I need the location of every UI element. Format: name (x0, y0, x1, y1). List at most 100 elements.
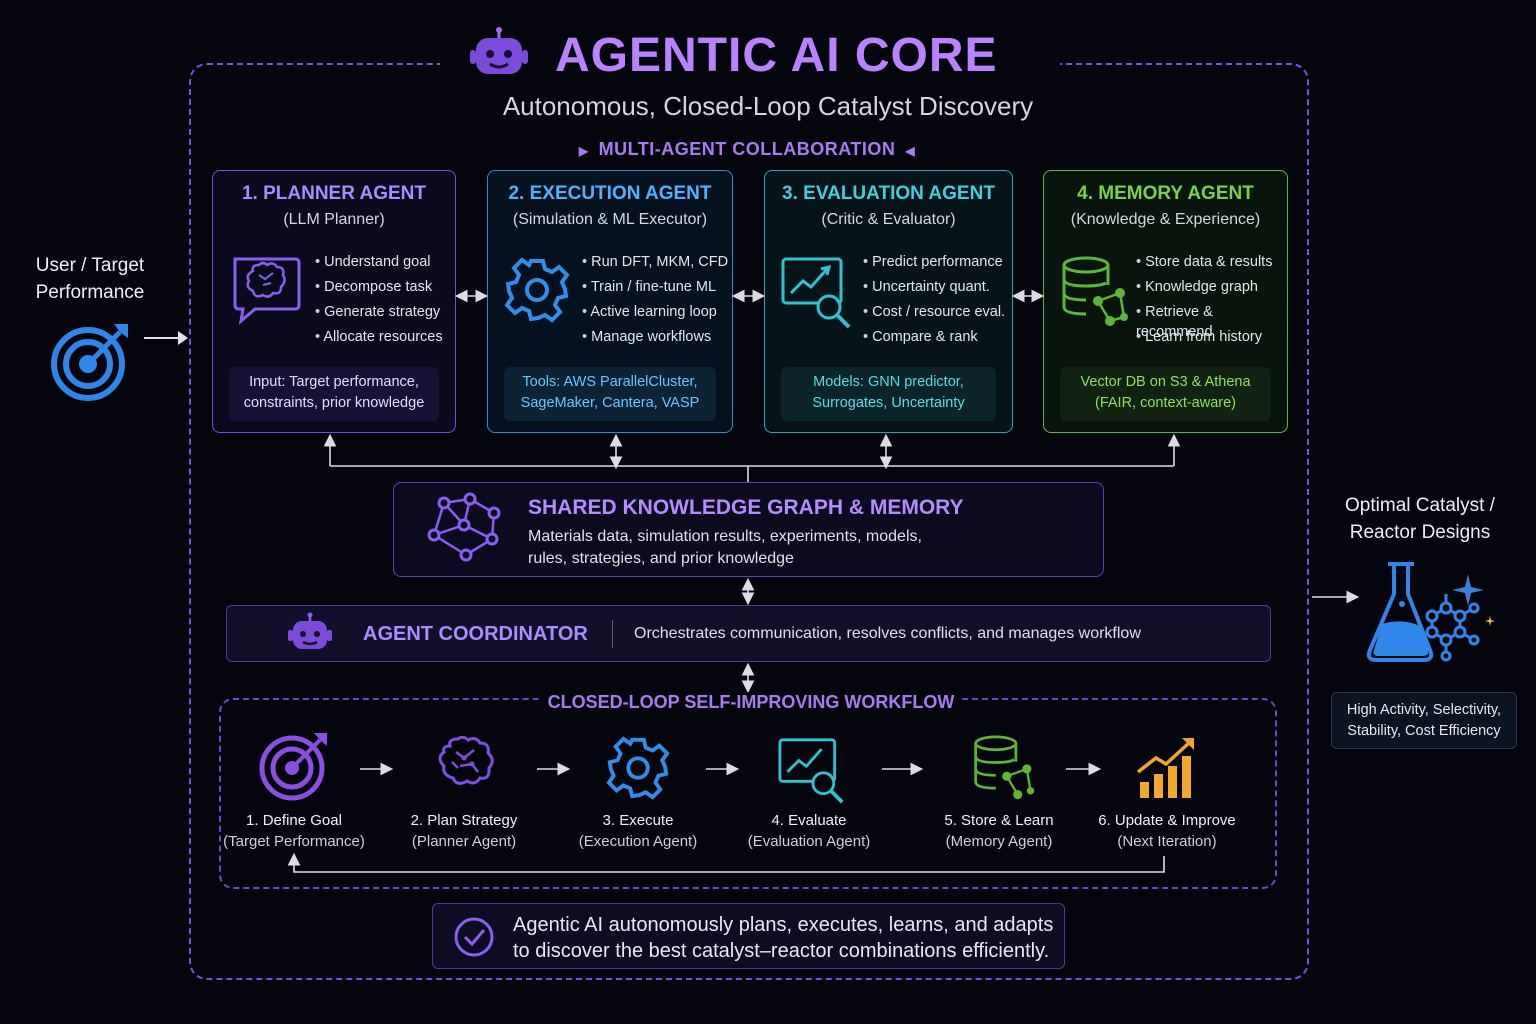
evaluation-note-line1: Models: GNN predictor, (813, 374, 964, 390)
execution-note-line1: Tools: AWS ParallelCluster, (522, 374, 698, 390)
chart-magnifier-icon (778, 738, 844, 804)
title-mask (440, 24, 1060, 94)
evaluation-bullet: Uncertainty quant. (863, 277, 1005, 302)
bar-chart-up-icon (1136, 738, 1194, 798)
triangle-left-icon: ◀ (905, 144, 916, 158)
workflow-step[interactable]: 3. Execute (Execution Agent) (553, 810, 723, 852)
planner-bullet: Decompose task (315, 277, 443, 302)
workflow-step[interactable]: 1. Define Goal (Target Performance) (209, 810, 379, 852)
planner-bullet: Generate strategy (315, 302, 443, 327)
step-name: 1. Define Goal (246, 812, 342, 829)
evaluation-bullet: Cost / resource eval. (863, 302, 1005, 327)
step-sub: (Memory Agent) (945, 833, 1053, 850)
flask-molecule-icon (1366, 562, 1495, 662)
execution-bullet: Active learning loop (582, 302, 728, 327)
planner-note-line2: constraints, prior knowledge (243, 395, 425, 411)
step-name: 3. Execute (602, 812, 674, 829)
execution-note-line2: SageMaker, Cantera, VASP (520, 395, 700, 411)
knowledge-desc-line2: rules, strategies, and prior knowledge (528, 550, 794, 567)
memory-agent-note: Vector DB on S3 & Athena (FAIR, context-… (1060, 367, 1271, 421)
step-sub: (Next Iteration) (1117, 833, 1217, 850)
input-label-line1: User / Target (35, 255, 145, 276)
evaluation-agent-note: Models: GNN predictor, Surrogates, Uncer… (781, 367, 996, 421)
summary-text: Agentic AI autonomously plans, executes,… (513, 912, 1053, 964)
step-name: 4. Evaluate (771, 812, 847, 829)
input-arrow (144, 331, 188, 345)
network-graph-icon (427, 492, 501, 562)
workflow-frame (219, 698, 1277, 889)
coordinator-title: AGENT COORDINATOR (363, 623, 588, 645)
agent-coordinator-panel[interactable]: AGENT COORDINATOR Orchestrates communica… (226, 605, 1271, 662)
gear-icon (504, 257, 570, 323)
step-sub: (Evaluation Agent) (747, 833, 871, 850)
memory-agent-name: 4. MEMORY AGENT (1077, 183, 1254, 204)
page-title: AGENTIC AI CORE (555, 29, 998, 82)
memory-note-line2: (FAIR, context-aware) (1094, 395, 1236, 411)
step-sub: (Planner Agent) (411, 833, 517, 850)
memory-bullet: Learn from history (1136, 327, 1287, 352)
workflow-title: CLOSED-LOOP SELF-IMPROVING WORKFLOW (540, 692, 962, 716)
planner-bullet: Allocate resources (315, 327, 442, 352)
evaluation-bullet: Compare & rank (863, 327, 1005, 352)
output-note-line2: Stability, Cost Efficiency (1347, 723, 1501, 739)
execution-agent-card[interactable]: 2. EXECUTION AGENT (Simulation & ML Exec… (487, 170, 733, 433)
evaluation-bullet: Predict performance (863, 252, 1005, 277)
planner-agent-bullets: Understand goal Decompose task Generate … (315, 252, 443, 352)
output-note: High Activity, Selectivity, Stability, C… (1331, 692, 1517, 749)
output-label-line2: Reactor Designs (1349, 522, 1491, 543)
workflow-step[interactable]: 4. Evaluate (Evaluation Agent) (724, 810, 894, 852)
check-circle-icon (454, 917, 494, 957)
database-graph-icon (974, 735, 1035, 800)
summary-line1: Agentic AI autonomously plans, executes,… (513, 914, 1054, 936)
coordinator-divider (612, 620, 613, 648)
execution-agent-note: Tools: AWS ParallelCluster, SageMaker, C… (504, 367, 716, 421)
workflow-step[interactable]: 5. Store & Learn (Memory Agent) (914, 810, 1084, 852)
output-label-line1: Optimal Catalyst / (1345, 495, 1495, 516)
memory-agent-bullets: Store data & results Knowledge graph Ret… (1136, 252, 1287, 352)
planner-note-line1: Input: Target performance, (249, 374, 419, 390)
memory-bullet: Knowledge graph (1136, 277, 1287, 302)
planner-bullet: Understand goal (315, 252, 443, 277)
summary-line2: to discover the best catalyst–reactor co… (513, 940, 1050, 962)
evaluation-agent-subtitle: (Critic & Evaluator) (821, 211, 956, 228)
memory-agent-subtitle: (Knowledge & Experience) (1070, 211, 1261, 228)
summary-panel: Agentic AI autonomously plans, executes,… (432, 903, 1065, 969)
knowledge-desc-line1: Materials data, simulation results, expe… (528, 528, 922, 545)
evaluation-agent-card[interactable]: 3. EVALUATION AGENT (Critic & Evaluator)… (764, 170, 1013, 433)
collab-label: ▶ MULTI-AGENT COLLABORATION ◀ (0, 139, 1494, 160)
knowledge-desc: Materials data, simulation results, expe… (528, 526, 968, 570)
page-subtitle: Autonomous, Closed-Loop Catalyst Discove… (502, 91, 1034, 121)
planner-agent-card[interactable]: 1. PLANNER AGENT (LLM Planner) Understan… (212, 170, 456, 433)
database-graph-icon (1062, 256, 1128, 326)
execution-bullet: Run DFT, MKM, CFD (582, 252, 728, 277)
workflow-step[interactable]: 2. Plan Strategy (Planner Agent) (379, 810, 549, 852)
memory-note-line1: Vector DB on S3 & Athena (1080, 374, 1251, 390)
step-name: 2. Plan Strategy (410, 812, 518, 829)
collab-text: MULTI-AGENT COLLABORATION (598, 139, 896, 159)
evaluation-agent-name: 3. EVALUATION AGENT (782, 183, 995, 204)
execution-agent-subtitle: (Simulation & ML Executor) (512, 211, 708, 228)
triangle-right-icon: ▶ (578, 144, 589, 158)
target-icon (51, 324, 128, 401)
shared-knowledge-panel[interactable]: SHARED KNOWLEDGE GRAPH & MEMORY Material… (393, 482, 1104, 577)
input-label: User / Target Performance (20, 252, 160, 306)
output-note-line1: High Activity, Selectivity, (1346, 702, 1502, 718)
memory-bullet: Retrieve & recommend (1136, 302, 1287, 340)
memory-agent-card[interactable]: 4. MEMORY AGENT (Knowledge & Experience)… (1043, 170, 1288, 433)
brain-chat-icon (233, 257, 301, 325)
planner-agent-note: Input: Target performance, constraints, … (229, 367, 439, 421)
step-name: 6. Update & Improve (1098, 812, 1236, 829)
output-label: Optimal Catalyst / Reactor Designs (1330, 492, 1510, 546)
robot-icon (470, 27, 528, 74)
knowledge-title: SHARED KNOWLEDGE GRAPH & MEMORY (528, 496, 964, 519)
execution-agent-bullets: Run DFT, MKM, CFD Train / fine-tune ML A… (582, 252, 728, 352)
gear-icon (606, 736, 670, 800)
chart-magnifier-icon (781, 257, 851, 329)
coordinator-desc: Orchestrates communication, resolves con… (634, 625, 1141, 642)
execution-agent-name: 2. EXECUTION AGENT (508, 183, 712, 204)
brain-icon (438, 736, 494, 785)
step-sub: (Target Performance) (223, 833, 365, 850)
workflow-step[interactable]: 6. Update & Improve (Next Iteration) (1082, 810, 1252, 852)
evaluation-agent-bullets: Predict performance Uncertainty quant. C… (863, 252, 1005, 352)
step-sub: (Execution Agent) (578, 833, 698, 850)
